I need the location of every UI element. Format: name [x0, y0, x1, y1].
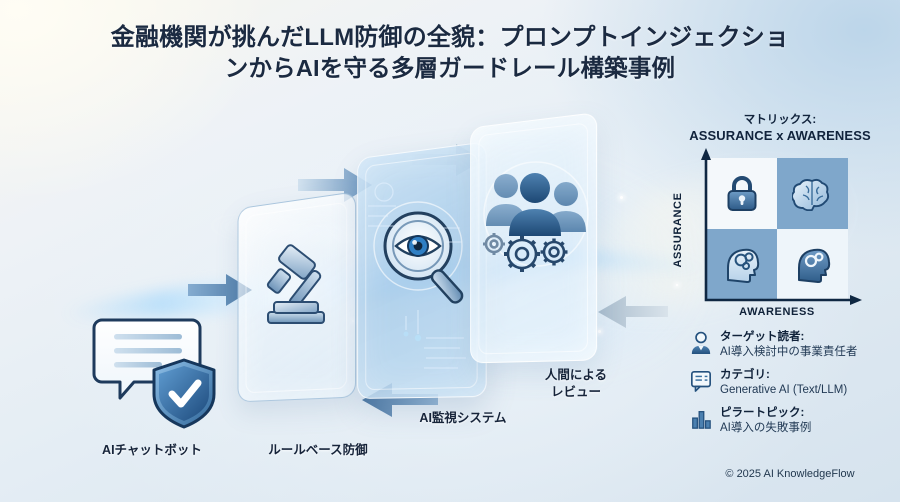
magnifier-eye-icon: [373, 201, 464, 304]
gavel-icon: [266, 244, 325, 324]
brain-icon: [791, 178, 829, 211]
label-chatbot: AIチャットボット: [102, 443, 202, 457]
title-line-2: ンからAIを守る多層ガードレール構築事例: [224, 55, 676, 81]
legend-detail: AI導入の失敗事例: [720, 422, 812, 434]
matrix-y-axis-label: ASSURANCE: [672, 192, 684, 268]
sparkle-dot: [676, 284, 678, 286]
sparkle-dot: [598, 330, 601, 333]
matrix-quadrant-bottom-right: [777, 229, 848, 300]
matrix-title-line-2: ASSURANCE x AWARENESS: [689, 128, 871, 143]
legend-item-text: ピラートピック: AI導入の失敗事例: [720, 406, 811, 436]
legend-item-pillar-topic: ピラートピック: AI導入の失敗事例: [690, 406, 895, 436]
matrix-quadrant-top-right: [777, 158, 848, 229]
matrix-quadrant-bottom-left: [706, 229, 777, 300]
sparkle-dot: [620, 196, 623, 199]
legend-item-text: ターゲット読者: AI導入検討中の事業責任者: [720, 330, 857, 360]
circuit-lines-decoration: [368, 182, 466, 369]
legend-item-target-audience: ターゲット読者: AI導入検討中の事業責任者: [690, 330, 895, 360]
chatbot-illustration: [88, 312, 218, 430]
label-monitoring-system: AI監視システム: [419, 411, 507, 425]
matrix-x-axis-label: AWARENESS: [739, 306, 815, 318]
head-cogwheel-icon: [797, 248, 830, 283]
title-line-1: 金融機関が挑んだLLM防御の全貌：プロンプトインジェクショ: [110, 24, 790, 51]
legend-item-text: カテゴリ: Generative AI (Text/LLM): [720, 368, 847, 398]
matrix-title-line-1: マトリックス:: [743, 114, 817, 126]
copyright-notice: © 2025 AI KnowledgeFlow: [725, 468, 855, 480]
padlock-icon: [727, 175, 756, 211]
legend-heading: ターゲット読者:: [720, 331, 805, 343]
shield-check-icon: [152, 358, 216, 429]
page-title: 金融機関が挑んだLLM防御の全貌：プロンプトインジェクショ ンからAIを守る多層…: [0, 22, 900, 84]
bar-chart-icon: [692, 411, 711, 429]
people-group-icon: [483, 161, 589, 272]
legend-item-category: カテゴリ: Generative AI (Text/LLM): [690, 368, 895, 398]
legend-detail: AI導入検討中の事業責任者: [720, 346, 858, 358]
arrow-left-1: [598, 296, 668, 328]
category-card-icon: [691, 371, 711, 392]
head-gears-icon: [726, 248, 759, 283]
label-human-review: 人間による レビュー: [544, 368, 608, 399]
label-rule-based-defense: ルールベース防御: [268, 443, 368, 457]
matrix-quadrant-top-left: [706, 158, 777, 229]
person-business-icon: [691, 331, 711, 354]
legend-heading: ピラートピック:: [720, 407, 805, 419]
matrix-title: マトリックス: ASSURANCE x AWARENESS: [666, 112, 894, 144]
legend-detail: Generative AI (Text/LLM): [720, 384, 848, 396]
legend-heading: カテゴリ:: [720, 369, 770, 381]
assurance-awareness-matrix: [701, 148, 862, 305]
legend-list: ターゲット読者: AI導入検討中の事業責任者 カテゴリ: Generative …: [690, 330, 895, 444]
